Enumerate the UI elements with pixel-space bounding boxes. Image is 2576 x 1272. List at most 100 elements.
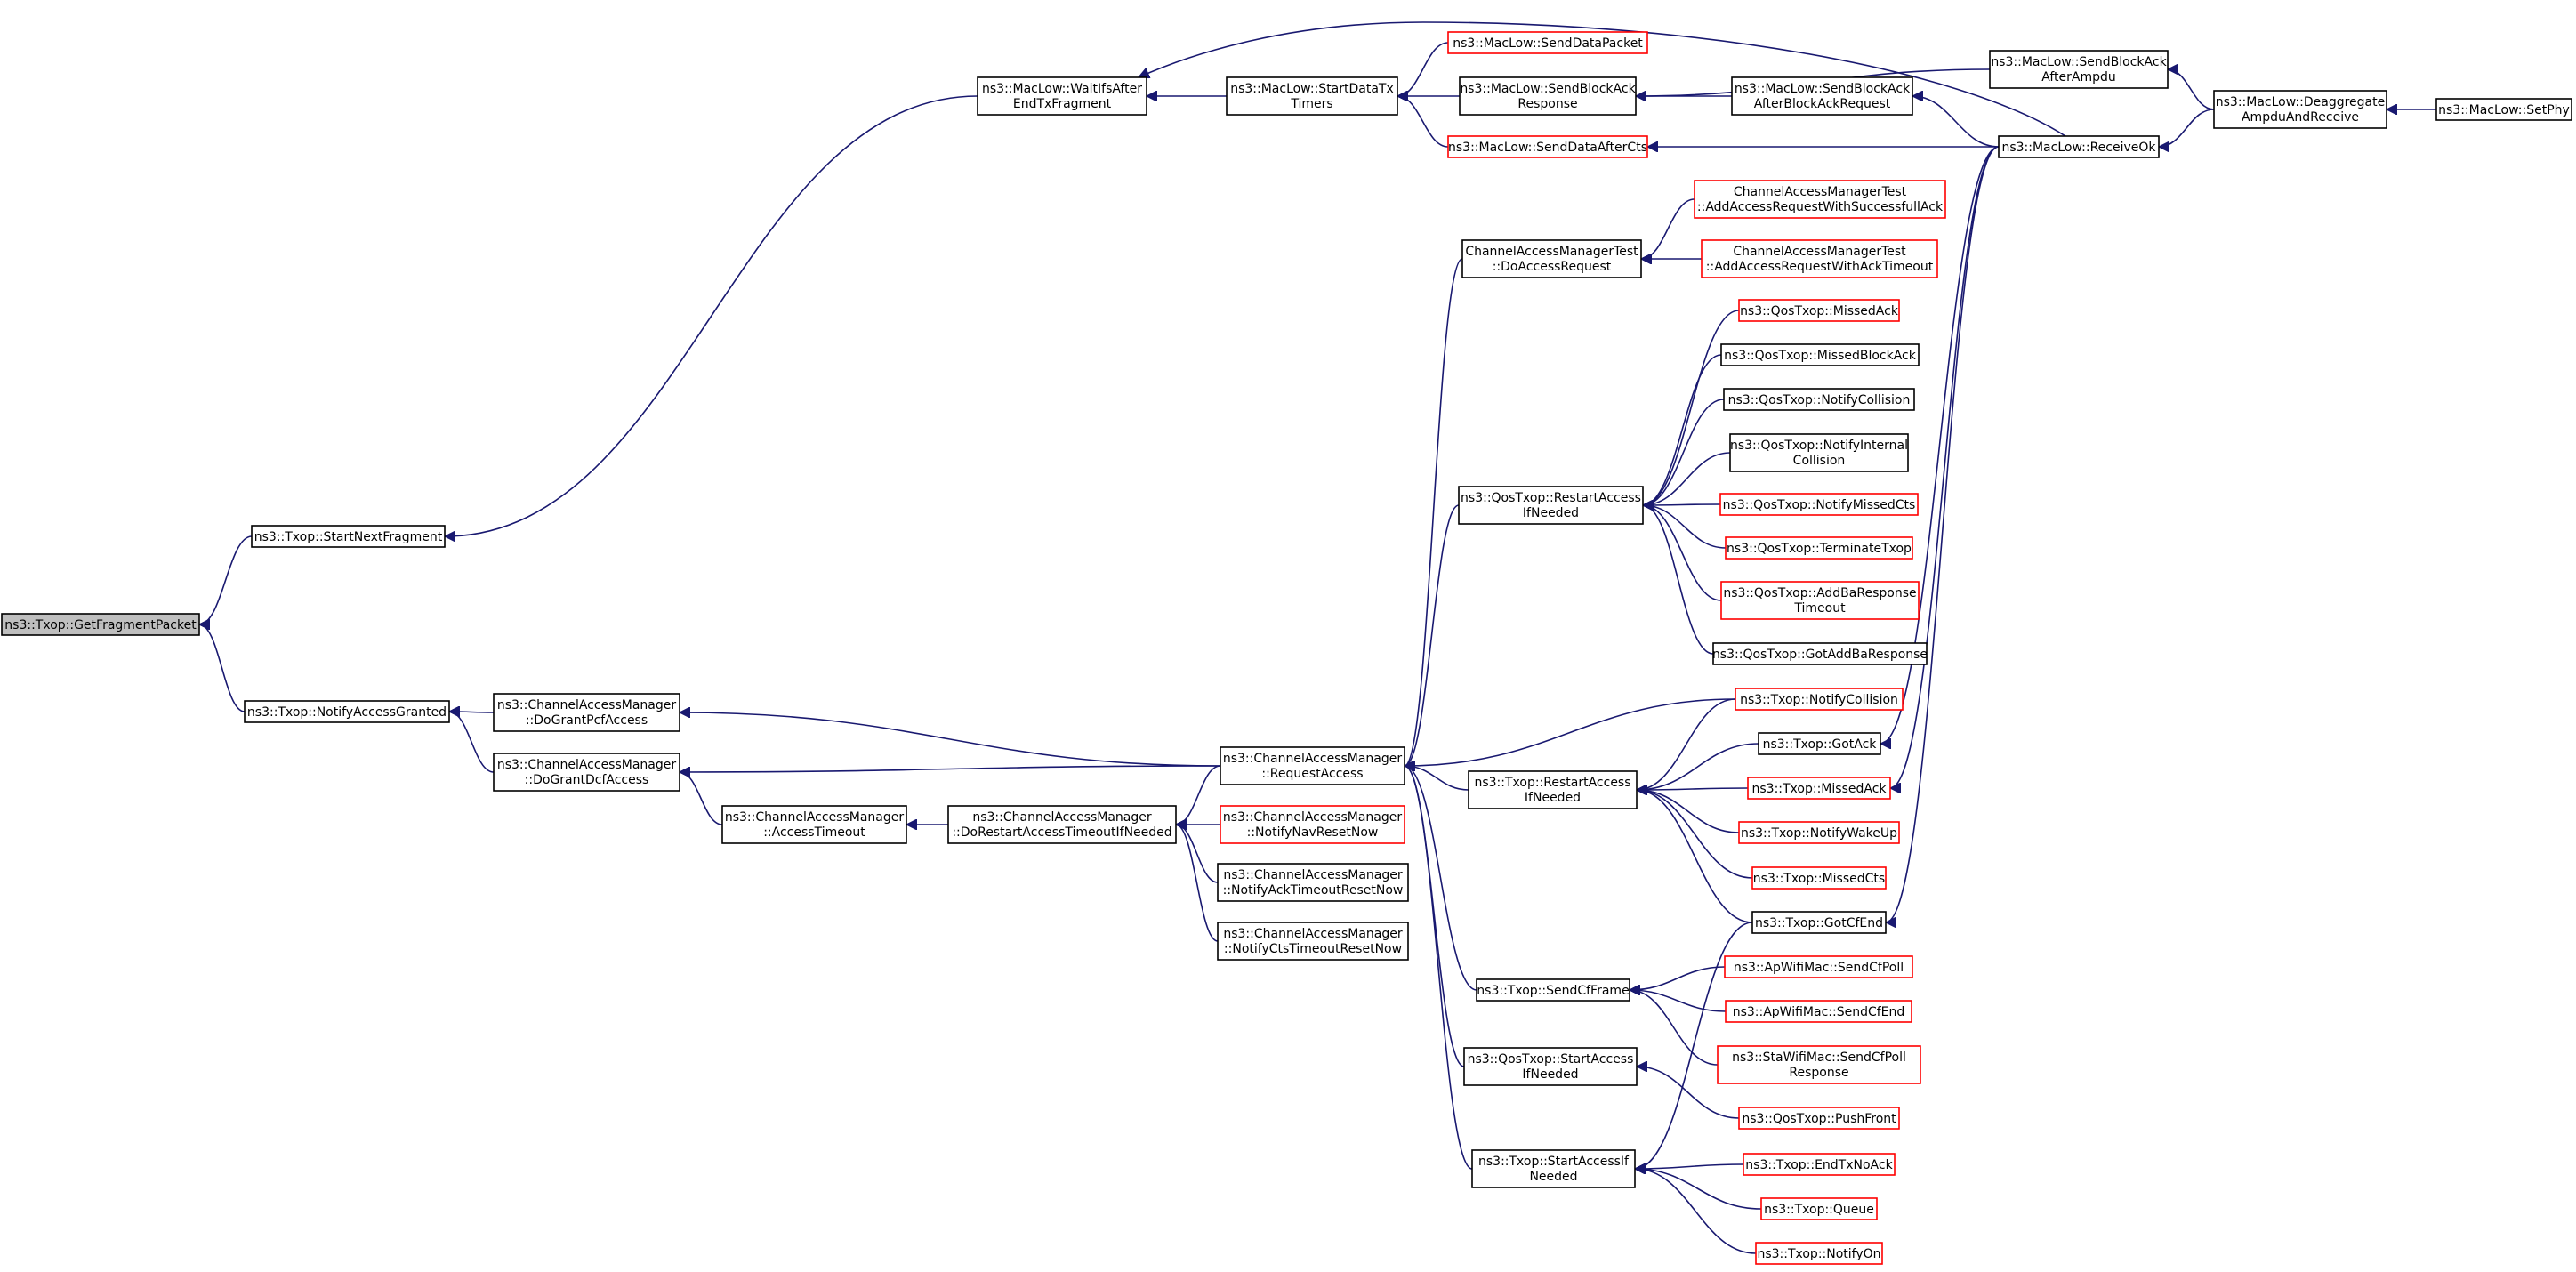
node-label: ns3::MacLow::ReceiveOk [2001,141,2156,155]
node-label: AfterBlockAckRequest [1754,97,1891,111]
graph-node-txop-send-cf-frame[interactable]: ns3::Txop::SendCfFrame [1476,978,1630,1002]
node-label: ns3::QosTxop::MissedAck [1740,304,1899,318]
graph-node-camt-success[interactable]: ChannelAccessManagerTest::AddAccessReque… [1694,180,1946,219]
node-label: ns3::MacLow::SendBlockAck [1991,55,2167,69]
node-label: ns3::StaWifiMac::SendCfPoll [1732,1051,1906,1065]
call-edge-notify-access-granted-to-root [198,624,246,712]
node-label: ns3::Txop::NotifyWakeUp [1741,826,1897,841]
graph-node-qos-missed-block-ack[interactable]: ns3::QosTxop::MissedBlockAck [1720,343,1920,366]
node-box [1463,1047,1638,1086]
graph-node-txop-missed-ack[interactable]: ns3::Txop::MissedAck [1747,777,1891,800]
graph-node-txop-got-cf-end[interactable]: ns3::Txop::GotCfEnd [1751,911,1887,934]
graph-node-cam-access-timeout[interactable]: ns3::ChannelAccessManager::AccessTimeout [721,805,907,844]
node-label: ns3::Txop::NotifyCollision [1740,693,1898,707]
node-box [1720,581,1920,620]
call-edge-cam-notify-cts-to-cam-do-restart [1175,825,1219,942]
node-box [493,693,680,732]
graph-node-qos-terminate[interactable]: ns3::QosTxop::TerminateTxop [1725,536,1913,560]
graph-node-cam-request[interactable]: ns3::ChannelAccessManager::RequestAccess [1220,746,1405,785]
graph-node-qos-notify-missed-cts[interactable]: ns3::QosTxop::NotifyMissedCts [1719,493,1919,516]
node-label: ns3::QosTxop::AddBaResponse [1723,586,1916,600]
node-box [1989,50,2169,89]
node-label: ::DoGrantDcfAccess [525,773,649,787]
graph-node-qos-missed-ack[interactable]: ns3::QosTxop::MissedAck [1738,299,1900,322]
node-label: Timers [1290,97,1332,111]
graph-node-notify-access-granted[interactable]: ns3::Txop::NotifyAccessGranted [244,700,450,723]
node-label: ns3::QosTxop::MissedBlockAck [1724,349,1917,363]
node-label: ns3::MacLow::Deaggregate [2216,95,2385,109]
graph-node-send-block-ack-after-bar[interactable]: ns3::MacLow::SendBlockAckAfterBlockAckRe… [1731,76,1913,116]
node-box [1729,433,1909,472]
call-edge-qos-got-add-ba-to-qos-restart [1642,505,1714,655]
node-label: IfNeeded [1522,1067,1578,1082]
graph-node-cam-do-grant-pcf[interactable]: ns3::ChannelAccessManager::DoGrantPcfAcc… [493,693,680,732]
graph-node-cam-notify-cts[interactable]: ns3::ChannelAccessManager::NotifyCtsTime… [1217,922,1409,961]
graph-node-send-data-packet[interactable]: ns3::MacLow::SendDataPacket [1447,31,1648,54]
graph-node-cam-notify-ack[interactable]: ns3::ChannelAccessManager::NotifyAckTime… [1217,863,1409,902]
node-label: ns3::Txop::NotifyAccessGranted [247,705,447,720]
node-label: EndTxFragment [1013,97,1112,111]
call-edge-send-data-after-cts-to-start-data-tx [1397,96,1449,148]
graph-node-set-phy[interactable]: ns3::MacLow::SetPhy [2435,98,2572,121]
call-edge-cam-request-to-cam-do-restart [1175,765,1221,825]
graph-node-cam-notify-nav[interactable]: ns3::ChannelAccessManager::NotifyNavRese… [1220,805,1405,844]
node-label: ns3::ChannelAccessManager [1223,927,1403,941]
graph-node-txop-end-tx-no-ack[interactable]: ns3::Txop::EndTxNoAck [1743,1153,1896,1176]
node-label: Needed [1529,1170,1577,1184]
graph-node-txop-queue[interactable]: ns3::Txop::Queue [1760,1197,1878,1220]
graph-node-root[interactable]: ns3::Txop::GetFragmentPacket [1,613,200,636]
graph-node-ap-send-cf-poll[interactable]: ns3::ApWifiMac::SendCfPoll [1724,955,1913,978]
call-edge-receive-ok-to-txop-missed-ack [1889,146,2000,788]
graph-node-camt-timeout[interactable]: ChannelAccessManagerTest::AddAccessReque… [1701,239,1938,278]
node-box [251,525,446,548]
node-label: ns3::ChannelAccessManager [1223,810,1403,825]
node-box [1735,688,1904,711]
node-label: ChannelAccessManagerTest [1465,245,1638,259]
graph-node-receive-ok[interactable]: ns3::MacLow::ReceiveOk [1998,135,2160,158]
graph-node-txop-notify-collision[interactable]: ns3::Txop::NotifyCollision [1735,688,1904,711]
graph-node-qos-push-front[interactable]: ns3::QosTxop::PushFront [1738,1107,1900,1130]
node-label: ::DoAccessRequest [1493,260,1612,274]
node-box [1226,76,1398,116]
node-label: IfNeeded [1523,506,1579,520]
node-box [1720,343,1920,366]
node-label: ::DoRestartAccessTimeoutIfNeeded [952,825,1171,840]
graph-node-qos-notify-collision[interactable]: ns3::QosTxop::NotifyCollision [1723,388,1915,411]
node-box [1712,642,1928,665]
graph-node-start-next-fragment[interactable]: ns3::Txop::StartNextFragment [251,525,446,548]
graph-node-cam-do-grant-dcf[interactable]: ns3::ChannelAccessManager::DoGrantDcfAcc… [493,753,680,792]
graph-node-camt-do-access[interactable]: ChannelAccessManagerTest::DoAccessReques… [1461,239,1642,278]
node-box [1694,180,1946,219]
graph-node-send-data-after-cts[interactable]: ns3::MacLow::SendDataAfterCts [1447,135,1648,158]
graph-node-txop-notify-wake-up[interactable]: ns3::Txop::NotifyWakeUp [1738,821,1900,844]
node-box [1738,821,1900,844]
graph-node-qos-got-add-ba[interactable]: ns3::QosTxop::GotAddBaResponse [1712,642,1928,665]
node-label: ns3::Txop::GotAck [1763,737,1878,752]
graph-node-txop-got-ack[interactable]: ns3::Txop::GotAck [1758,732,1881,755]
graph-node-txop-notify-on[interactable]: ns3::Txop::NotifyOn [1755,1242,1883,1265]
call-edge-qos-add-ba-to-qos-restart [1642,505,1722,601]
node-box [1760,1197,1878,1220]
node-label: AmpduAndReceive [2242,110,2359,125]
call-edge-txop-got-cf-end-to-txop-start-access [1635,922,1753,1169]
node-box [1725,1000,1912,1023]
node-box [1738,1107,1900,1130]
graph-node-cam-do-restart[interactable]: ns3::ChannelAccessManager::DoRestartAcce… [947,805,1177,844]
graph-node-ap-send-cf-end[interactable]: ns3::ApWifiMac::SendCfEnd [1725,1000,1912,1023]
graph-node-txop-missed-cts[interactable]: ns3::Txop::MissedCts [1751,866,1887,890]
call-edge-camt-success-to-camt-do-access [1640,198,1695,259]
node-label: ::AccessTimeout [763,825,865,840]
node-label: ns3::Txop::StartNextFragment [254,530,443,544]
